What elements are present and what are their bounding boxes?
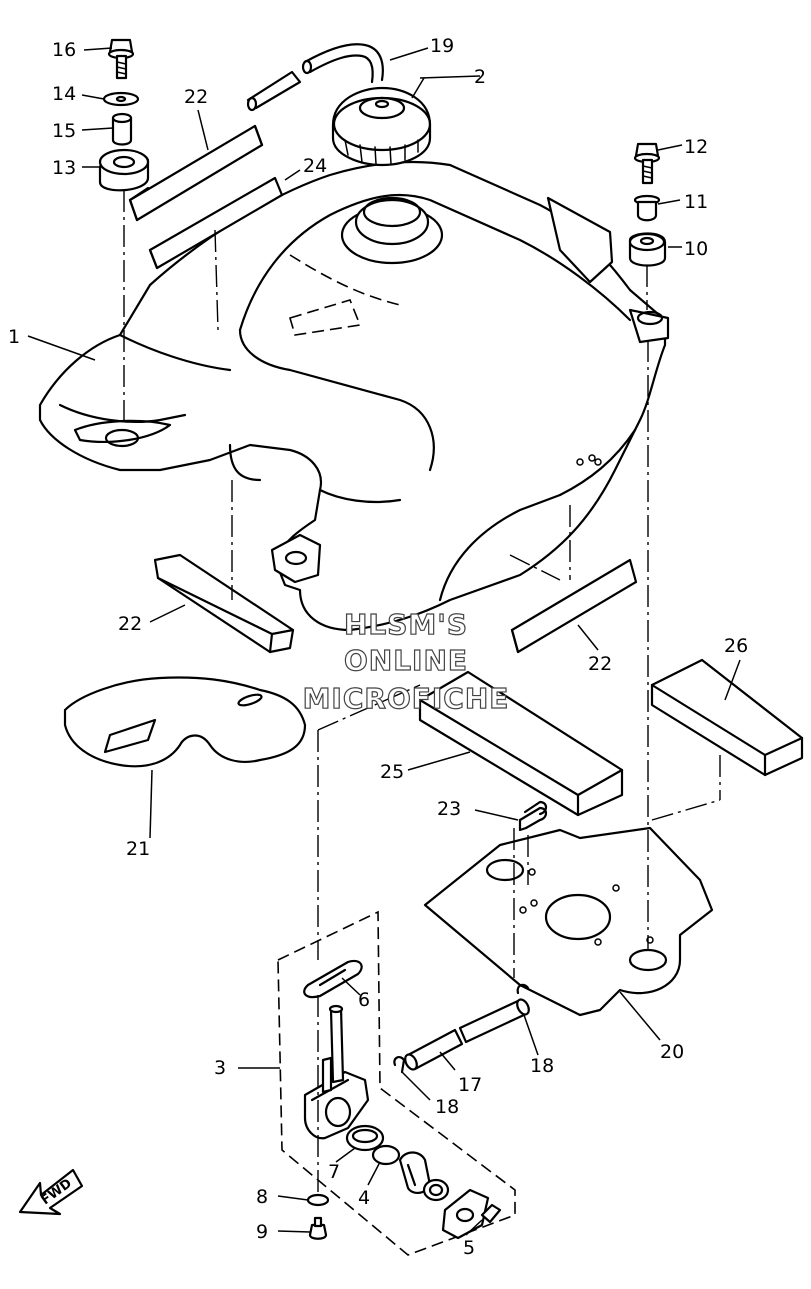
callout-10: 10	[684, 238, 708, 260]
grommet-13	[98, 148, 150, 192]
callout-6: 6	[358, 989, 370, 1011]
callout-22-right: 22	[588, 653, 612, 675]
clip-23	[518, 800, 548, 832]
callout-3: 3	[214, 1057, 226, 1079]
callout-numbers: 1 2 3 4 5 6 7 8 9 10 11 12 13 14 15 16 1…	[8, 35, 748, 1259]
callout-4: 4	[358, 1187, 370, 1209]
callout-11: 11	[684, 191, 708, 213]
callout-22-top: 22	[184, 86, 208, 108]
callout-19: 19	[430, 35, 454, 57]
watermark-line-2: ONLINE	[344, 644, 468, 677]
callout-22-left: 22	[118, 613, 142, 635]
fuel-cock-assembly	[277, 910, 516, 1256]
collar-15	[111, 112, 133, 146]
callout-16: 16	[52, 39, 76, 61]
washer-14	[102, 91, 140, 107]
watermark: HLSM'S ONLINE MICROFICHE	[302, 607, 510, 715]
callout-24: 24	[303, 155, 327, 177]
center-lines	[123, 190, 721, 1192]
callout-12: 12	[684, 136, 708, 158]
callout-5: 5	[463, 1237, 475, 1259]
callout-23: 23	[437, 798, 461, 820]
bolt-16	[107, 38, 135, 80]
clip-18	[393, 983, 530, 1074]
callout-18-left: 18	[435, 1096, 459, 1118]
damper-rubber-25	[418, 670, 624, 817]
callout-7: 7	[328, 1161, 340, 1183]
callout-14: 14	[52, 83, 76, 105]
watermark-line-3: MICROFICHE	[303, 682, 510, 715]
forward-direction-arrow: FWD	[18, 1168, 84, 1216]
callout-13: 13	[52, 157, 76, 179]
callout-20: 20	[660, 1041, 684, 1063]
callout-25: 25	[380, 761, 404, 783]
collar-11	[633, 194, 661, 222]
callout-9: 9	[256, 1221, 268, 1243]
grommet-10	[628, 232, 667, 267]
callout-26: 26	[724, 635, 748, 657]
callout-2: 2	[474, 66, 486, 88]
fuel-tank	[38, 160, 670, 632]
callout-1: 1	[8, 326, 20, 348]
damper-rubber-24	[148, 176, 284, 270]
fuel-cap	[331, 86, 432, 167]
damper-rubber-lower-right	[510, 558, 638, 654]
protector-plate-21	[63, 676, 307, 768]
callout-18-right: 18	[530, 1055, 554, 1077]
callout-8: 8	[256, 1186, 268, 1208]
fuel-hose-17	[404, 998, 530, 1071]
callout-15: 15	[52, 120, 76, 142]
bolt-12	[633, 142, 661, 185]
damper-rubber-26	[650, 658, 804, 777]
watermark-line-1: HLSM'S	[344, 608, 468, 641]
callout-17: 17	[458, 1074, 482, 1096]
damper-rubber-top	[128, 124, 264, 222]
damper-rubber-lower-left	[153, 553, 295, 654]
protector-plate-20	[423, 826, 714, 1017]
breather-hose	[246, 43, 384, 112]
leader-lines	[27, 47, 741, 1236]
callout-21: 21	[126, 838, 150, 860]
